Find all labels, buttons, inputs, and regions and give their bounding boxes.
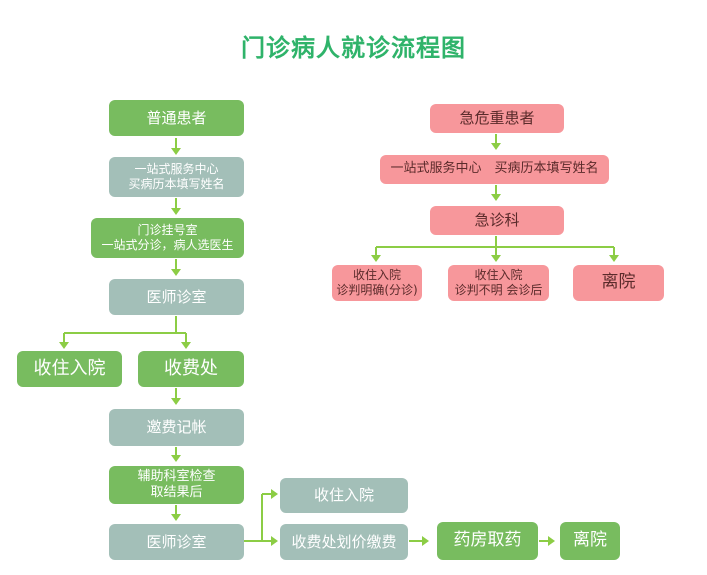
arrow-doctor2-branch	[244, 489, 278, 546]
arrow-payment-to-billing	[171, 388, 181, 405]
service-center-box: 一站式服务中心 买病历本填写姓名	[109, 157, 244, 197]
doctor-room-1-label: 医师诊室	[146, 287, 207, 306]
auxiliary-box: 辅助科室检查 取结果后	[109, 466, 244, 504]
admit-2-box: 收住入院	[280, 478, 408, 513]
doctor-room-2-label: 医师诊室	[146, 532, 207, 551]
doctor-room-2-box: 医师诊室	[109, 524, 244, 560]
arrow-billing-to-auxiliary	[171, 447, 181, 462]
payment-1-box: 收费处	[138, 351, 244, 387]
emergency-box: 急诊科	[430, 206, 564, 235]
payment-1-label: 收费处	[164, 357, 218, 379]
arrow-doctor-branch	[59, 316, 191, 349]
arrow-pharmacy-to-leave	[539, 536, 555, 546]
ordinary-patient-label: 普通患者	[146, 108, 207, 127]
billing-box: 邀费记帐	[109, 409, 244, 446]
pharmacy-label: 药房取药	[453, 530, 522, 551]
arrow-critical-to-service	[491, 134, 501, 150]
payment-2-label: 收费处划价缴费	[291, 532, 397, 551]
arrow-ordinary-to-service	[171, 138, 181, 155]
right-leave-label: 离院	[601, 272, 636, 293]
leave-box: 离院	[560, 522, 620, 560]
emergency-label: 急诊科	[474, 211, 520, 230]
critical-patient-box: 急危重患者	[430, 104, 564, 133]
arrow-emergency-branch	[371, 236, 619, 262]
admit-1-box: 收住入院	[17, 351, 122, 387]
registration-box: 门诊挂号室 一站式分诊，病人选医生	[91, 218, 244, 258]
arrow-service-to-emergency	[491, 185, 501, 201]
billing-label: 邀费记帐	[146, 418, 207, 437]
arrow-auxiliary-to-doctor	[171, 505, 181, 521]
leave-label: 离院	[573, 530, 607, 551]
arrow-registration-to-doctor	[171, 259, 181, 276]
ordinary-patient-box: 普通患者	[109, 100, 244, 136]
right-service-center-box: 一站式服务中心 买病历本填写姓名	[380, 155, 609, 184]
arrow-payment2-to-pharmacy	[409, 536, 429, 546]
admit-unclear-box: 收住入院 诊判不明 会诊后	[448, 265, 549, 301]
admit-2-label: 收住入院	[313, 486, 374, 505]
admit-unclear-label: 收住入院 诊判不明 会诊后	[454, 268, 543, 297]
page-title: 门诊病人就诊流程图	[241, 34, 466, 62]
admit-clear-box: 收住入院 诊判明确(分诊)	[332, 265, 422, 301]
pharmacy-box: 药房取药	[437, 522, 538, 560]
auxiliary-label: 辅助科室检查 取结果后	[137, 468, 216, 500]
admit-clear-label: 收住入院 诊判明确(分诊)	[336, 268, 418, 297]
service-center-label: 一站式服务中心 买病历本填写姓名	[128, 162, 225, 191]
right-service-center-label: 一站式服务中心 买病历本填写姓名	[390, 161, 599, 177]
payment-2-box: 收费处划价缴费	[280, 524, 408, 560]
admit-1-label: 收住入院	[33, 357, 106, 379]
registration-label: 门诊挂号室 一站式分诊，病人选医生	[101, 223, 234, 252]
doctor-room-1-box: 医师诊室	[109, 279, 244, 315]
arrow-service-to-registration	[171, 198, 181, 215]
right-leave-box: 离院	[573, 265, 664, 301]
critical-patient-label: 急危重患者	[459, 109, 535, 128]
